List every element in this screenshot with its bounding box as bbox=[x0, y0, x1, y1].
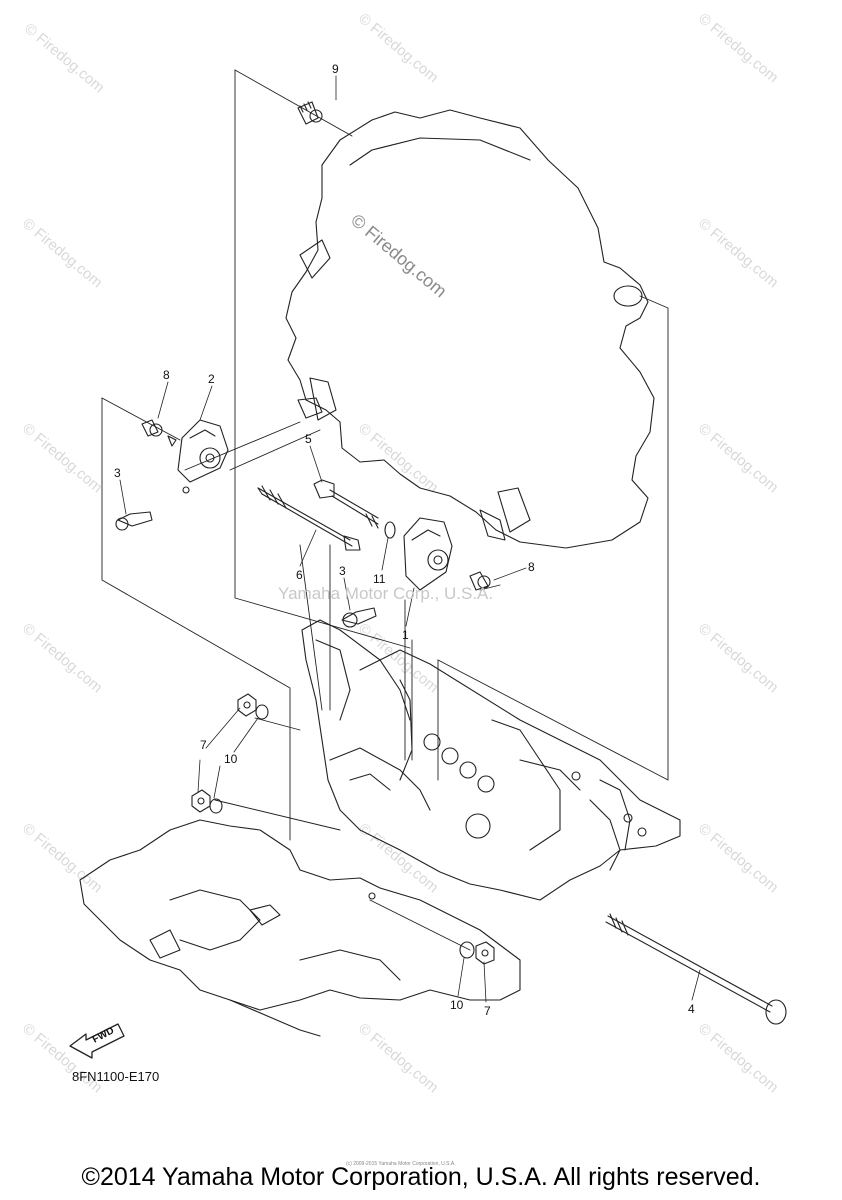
callout-4: 4 bbox=[688, 1002, 695, 1016]
callout-6: 6 bbox=[296, 568, 303, 582]
washer-10-lower bbox=[209, 798, 223, 814]
copyright-footer: ©2014 Yamaha Motor Corporation, U.S.A. A… bbox=[81, 1163, 761, 1191]
washer-8-left bbox=[141, 419, 163, 437]
callout-7: 7 bbox=[484, 1004, 491, 1018]
callout-1: 1 bbox=[402, 628, 409, 642]
washer-10-upper bbox=[255, 704, 269, 720]
callout-8: 8 bbox=[528, 560, 535, 574]
callout-7: 7 bbox=[200, 738, 207, 752]
washer-10-bottom bbox=[459, 941, 475, 959]
nut-7-upper bbox=[237, 693, 257, 717]
callout-2: 2 bbox=[208, 372, 215, 386]
nut-7-bottom bbox=[475, 941, 495, 965]
bolt-9 bbox=[297, 101, 323, 125]
bolt-3-right bbox=[341, 607, 377, 628]
engine-outline bbox=[285, 109, 655, 549]
nut-7-lower bbox=[191, 789, 211, 813]
callout-9: 9 bbox=[332, 62, 339, 76]
callout-5: 5 bbox=[305, 432, 312, 446]
callout-8: 8 bbox=[163, 368, 170, 382]
mount-bracket-left bbox=[167, 419, 229, 494]
frame bbox=[301, 619, 681, 901]
callout-10: 10 bbox=[224, 752, 238, 766]
tiny-credit: (c) 2009-2015 Yamaha Motor Corporation, … bbox=[346, 1161, 456, 1167]
watermark-center: Yamaha Motor Corp., U.S.A. bbox=[278, 584, 494, 603]
callout-11: 11 bbox=[373, 572, 386, 586]
washer-8-right bbox=[469, 571, 491, 591]
bolt-4 bbox=[605, 913, 787, 1025]
fwd-arrow-icon bbox=[69, 1023, 125, 1059]
callout-3: 3 bbox=[114, 466, 121, 480]
callout-3: 3 bbox=[339, 564, 346, 578]
diagram-code: 8FN1100-E170 bbox=[72, 1069, 160, 1084]
mount-bracket-right bbox=[403, 517, 453, 591]
leader-lines bbox=[101, 69, 669, 951]
bolt-5 bbox=[313, 479, 379, 529]
callout-leaders bbox=[119, 75, 701, 1003]
callout-10: 10 bbox=[450, 998, 464, 1012]
bolt-6 bbox=[257, 485, 361, 551]
lower-frame bbox=[79, 819, 521, 1037]
bolt-3-left bbox=[115, 511, 153, 531]
washer-11 bbox=[384, 521, 396, 539]
